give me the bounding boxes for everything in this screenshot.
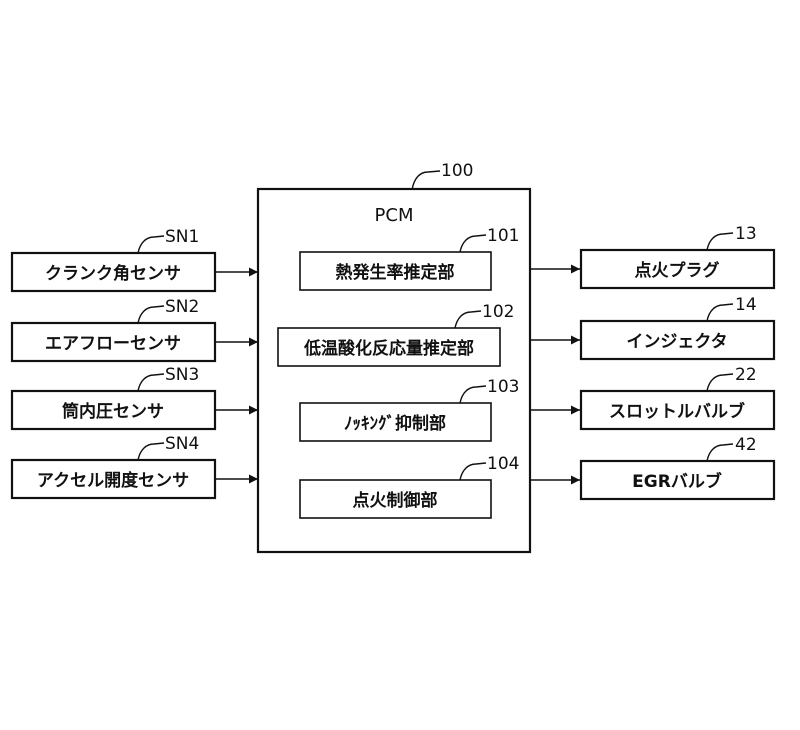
module-101-label: 熱発生率推定部 xyxy=(336,262,455,283)
actuator-13-label: 点火プラグ xyxy=(635,260,720,281)
actuator-22: スロットルバルブ 22 xyxy=(530,365,776,431)
module-101-leader xyxy=(459,234,487,253)
actuator-42-leader xyxy=(706,443,734,462)
actuator-14-label: インジェクタ xyxy=(626,332,727,352)
pcm-ref: 100 xyxy=(441,161,473,181)
actuator-42-label: EGRバルブ xyxy=(632,471,722,492)
actuator-13-ref: 13 xyxy=(735,224,757,244)
sensor-sn2-label: エアフローセンサ xyxy=(45,334,181,354)
sensor-sn4-leader xyxy=(137,442,165,461)
module-101-box xyxy=(299,251,492,291)
actuator-14: インジェクタ 14 xyxy=(530,295,776,361)
sensor-sn1: クランク角センサ SN1 xyxy=(10,227,258,293)
sensor-sn4-box xyxy=(10,458,217,500)
module-104-box xyxy=(299,479,492,519)
module-103: ﾉｯｷﾝｸﾞ抑制部 103 xyxy=(299,377,519,442)
sensor-sn1-leader xyxy=(137,235,165,254)
sensor-sn4-label: アクセル開度センサ xyxy=(37,470,189,491)
sensor-sn4: アクセル開度センサ SN4 xyxy=(10,434,258,500)
actuator-42-ref: 42 xyxy=(735,435,757,455)
module-103-box xyxy=(299,402,492,442)
actuator-22-ref: 22 xyxy=(735,365,757,385)
sensor-sn4-ref: SN4 xyxy=(165,434,199,454)
pcm-title: PCM xyxy=(375,205,414,226)
actuator-14-leader xyxy=(706,303,734,322)
module-104-ref: 104 xyxy=(487,454,519,474)
module-104-leader xyxy=(459,462,487,481)
sensor-sn2-leader xyxy=(137,305,165,324)
actuator-13: 点火プラグ 13 xyxy=(530,224,776,290)
sensor-sn3-label: 筒内圧センサ xyxy=(62,401,164,422)
sensor-sn3: 筒内圧センサ SN3 xyxy=(10,365,258,431)
module-101: 熱発生率推定部 101 xyxy=(299,226,519,291)
module-102-box xyxy=(277,327,501,367)
sensor-sn3-leader xyxy=(137,373,165,392)
sensor-sn1-label: クランク角センサ xyxy=(45,263,181,284)
actuator-22-box xyxy=(579,389,776,431)
actuator-14-box xyxy=(579,319,776,361)
module-102-leader xyxy=(454,310,482,329)
sensor-sn1-ref: SN1 xyxy=(165,227,199,247)
actuator-22-leader xyxy=(706,373,734,392)
actuator-42-box xyxy=(579,459,776,501)
module-102-label: 低温酸化反応量推定部 xyxy=(303,338,474,359)
actuator-22-label: スロットルバルブ xyxy=(609,401,745,422)
module-104: 点火制御部 104 xyxy=(299,454,519,519)
actuator-13-leader xyxy=(706,232,734,251)
module-102: 低温酸化反応量推定部 102 xyxy=(277,302,514,367)
sensor-sn2-ref: SN2 xyxy=(165,297,199,317)
actuator-14-ref: 14 xyxy=(735,295,757,315)
sensor-sn2: エアフローセンサ SN2 xyxy=(10,297,258,363)
actuator-42: EGRバルブ 42 xyxy=(530,435,776,501)
module-103-ref: 103 xyxy=(487,377,519,397)
module-104-label: 点火制御部 xyxy=(353,490,438,511)
pcm-leader-line xyxy=(411,170,441,191)
actuator-13-box xyxy=(579,248,776,290)
sensor-sn3-ref: SN3 xyxy=(165,365,199,385)
module-103-leader xyxy=(459,385,487,404)
module-103-label: ﾉｯｷﾝｸﾞ抑制部 xyxy=(344,413,446,434)
module-101-ref: 101 xyxy=(487,226,519,246)
module-102-ref-text: 102 xyxy=(482,302,514,322)
